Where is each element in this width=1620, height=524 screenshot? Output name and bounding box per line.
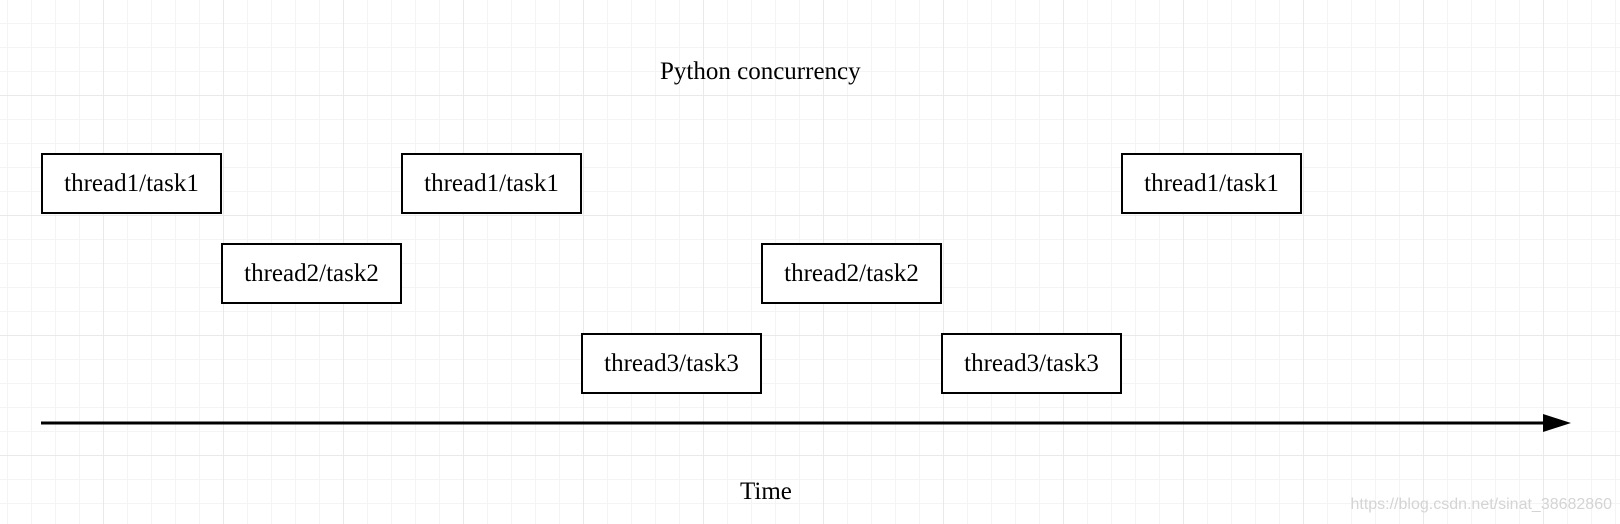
diagram-title: Python concurrency bbox=[660, 58, 861, 85]
task-box-thread1-task1: thread1/task1 bbox=[401, 153, 582, 214]
task-box-thread3-task3: thread3/task3 bbox=[581, 333, 762, 394]
watermark-url: https://blog.csdn.net/sinat_38682860 bbox=[1350, 496, 1612, 513]
time-axis-arrowhead bbox=[1543, 414, 1571, 432]
task-box-thread2-task2: thread2/task2 bbox=[221, 243, 402, 304]
task-box-thread2-task2: thread2/task2 bbox=[761, 243, 942, 304]
task-box-thread1-task1: thread1/task1 bbox=[1121, 153, 1302, 214]
task-box-thread1-task1: thread1/task1 bbox=[41, 153, 222, 214]
time-axis-label: Time bbox=[740, 478, 792, 505]
task-box-thread3-task3: thread3/task3 bbox=[941, 333, 1122, 394]
